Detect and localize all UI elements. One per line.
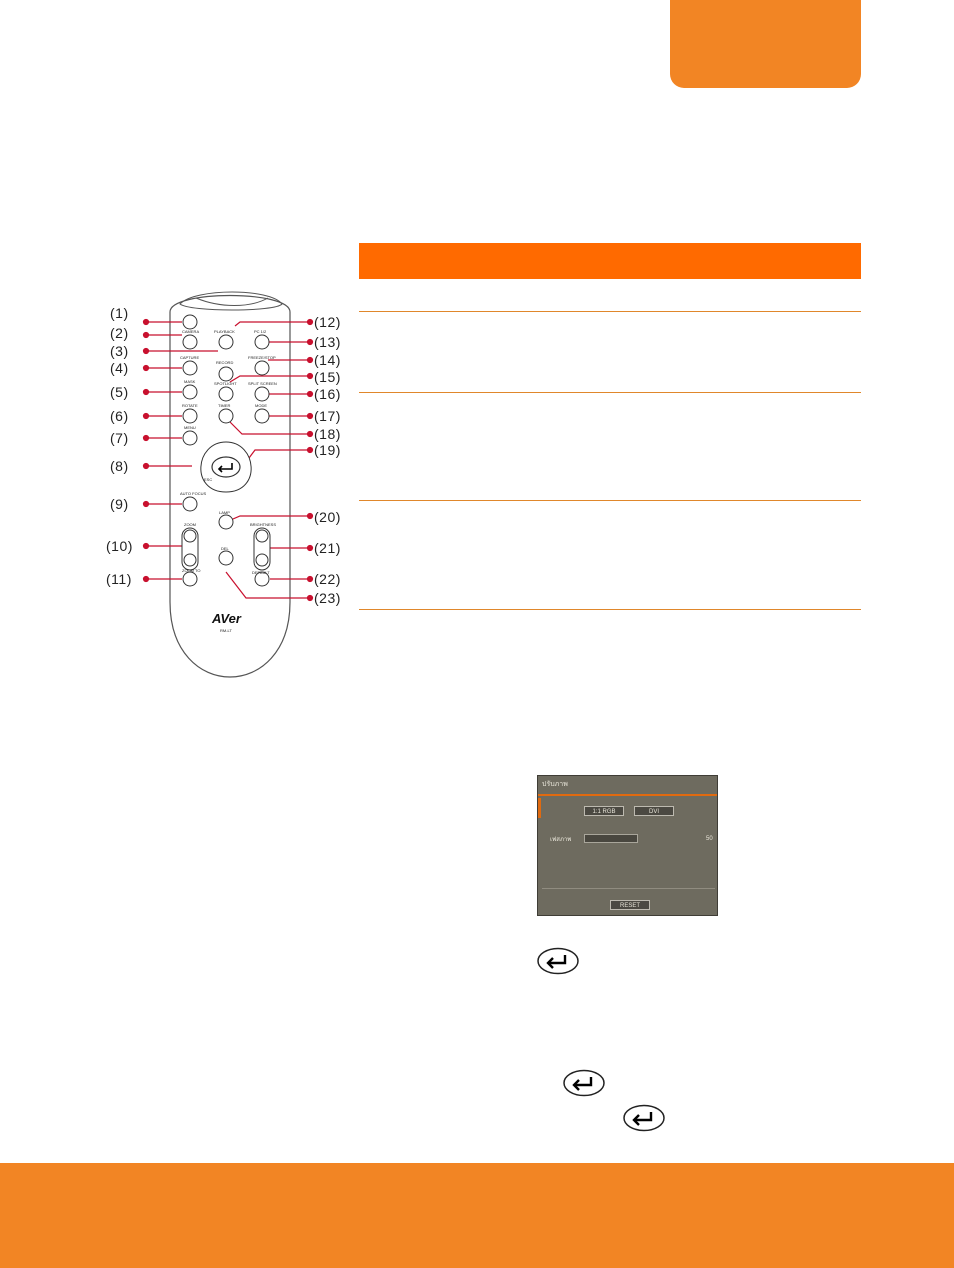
btn-label-menu: MENU [184,425,196,430]
osd-phase-slider[interactable] [584,834,638,843]
osd-title-underline [538,794,717,796]
btn-label-timer: TIMER [218,403,231,408]
callout-4: (4) [110,360,129,376]
osd-selection-marker [538,798,541,818]
callout-9: (9) [110,496,129,512]
callout-17: (17) [314,408,341,424]
osd-title: ปรับภาพ [542,781,568,788]
callout-3: (3) [110,343,129,359]
enter-icon [563,1069,605,1097]
btn-label-zoom: ZOOM [184,522,196,527]
callout-21: (21) [314,540,341,556]
osd-field-value: 50 [706,836,713,842]
btn-label-pc: PC 1/2 [254,329,267,334]
btn-label-mask: MASK [184,379,196,384]
callout-16: (16) [314,386,341,402]
table-header [359,243,861,279]
btn-label-freeze: FREEZE/STOP [248,355,276,360]
osd-reset-button[interactable]: RESET [610,900,650,910]
callout-6: (6) [110,408,129,424]
btn-label-default: DEFAULT [252,570,270,575]
table-rule-2 [359,392,861,393]
osd-tab-dvi[interactable]: DVI [634,806,674,816]
osd-divider [542,888,715,889]
enter-icon [623,1104,665,1132]
callout-12: (12) [314,314,341,330]
btn-label-rotate: ROTATE [182,403,198,408]
callout-14: (14) [314,352,341,368]
callout-7: (7) [110,430,129,446]
callout-22: (22) [314,571,341,587]
callout-10: (10) [106,538,133,554]
btn-label-mode: MODE [255,403,267,408]
btn-label-spotlight: SPOTLIGHT [214,381,237,386]
remote-control-illustration: CAMERA PLAYBACK PC 1/2 RECORD FREEZE/STO… [106,291,341,678]
btn-label-capture: CAPTURE [180,355,199,360]
osd-screenshot: ปรับภาพ 1:1 RGB DVI เฟสภาพ 50 RESET [537,775,718,916]
callout-1: (1) [110,305,129,321]
btn-label-zoomto: ZOOM TO [182,568,201,573]
callout-18: (18) [314,426,341,442]
chapter-tab [670,0,861,88]
btn-label-brightness: BRIGHTNESS [250,522,276,527]
osd-tab-rgb[interactable]: 1:1 RGB [584,806,624,816]
callout-13: (13) [314,334,341,350]
callout-2: (2) [110,325,129,341]
btn-label-del: DEL [221,546,230,551]
btn-label-autofocus: AUTO FOCUS [180,491,206,496]
remote-brand-logo: AVer [211,611,242,626]
btn-label-lamp: LAMP [219,510,230,515]
callout-20: (20) [314,509,341,525]
page-footer-band [0,1163,954,1268]
table-rule-1 [359,311,861,312]
callout-19: (19) [314,442,341,458]
btn-label-camera: CAMERA [182,329,199,334]
btn-label-split: SPLIT SCREEN [248,381,277,386]
remote-model: RM-LT [220,628,232,633]
callout-11: (11) [106,571,132,587]
table-rule-4 [359,609,861,610]
callout-15: (15) [314,369,341,385]
callout-8: (8) [110,458,129,474]
enter-icon [537,947,579,975]
table-rule-3 [359,500,861,501]
callout-5: (5) [110,384,129,400]
btn-label-record: RECORD [216,360,233,365]
btn-label-esc: ESC [204,477,212,482]
btn-label-playback: PLAYBACK [214,329,235,334]
callout-23: (23) [314,590,341,606]
osd-field-label: เฟสภาพ [550,837,572,843]
